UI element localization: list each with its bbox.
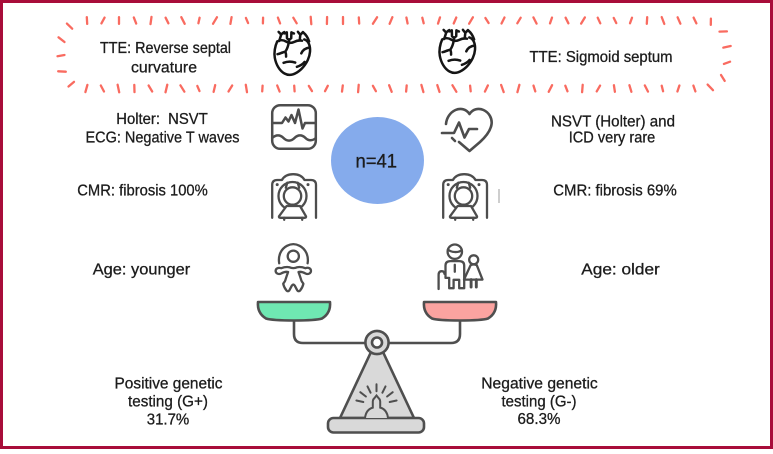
- svg-text:ICD very rare: ICD very rare: [569, 130, 656, 147]
- svg-text:CMR: fibrosis 69%: CMR: fibrosis 69%: [553, 183, 677, 200]
- svg-text:curvature: curvature: [131, 60, 197, 77]
- svg-text:Negative genetic: Negative genetic: [481, 375, 598, 392]
- svg-text:31.7%: 31.7%: [147, 411, 190, 428]
- svg-text:CMR: fibrosis 100%: CMR: fibrosis 100%: [77, 183, 208, 200]
- svg-text:Holter: NSVT: Holter: NSVT: [116, 111, 208, 128]
- svg-text:TTE: Sigmoid septum: TTE: Sigmoid septum: [530, 49, 673, 66]
- svg-text:Age: younger: Age: younger: [93, 262, 191, 279]
- svg-text:n=41: n=41: [356, 152, 398, 173]
- svg-text:NSVT (Holter) and: NSVT (Holter) and: [551, 114, 675, 131]
- svg-text:testing (G+): testing (G+): [128, 393, 208, 410]
- svg-text:ECG: Negative T waves: ECG: Negative T waves: [86, 130, 240, 147]
- svg-text:TTE: Reverse septal: TTE: Reverse septal: [100, 40, 231, 57]
- svg-text:testing (G-): testing (G-): [502, 393, 577, 410]
- svg-text:Positive genetic: Positive genetic: [115, 376, 223, 393]
- svg-text:Age: older: Age: older: [581, 262, 660, 279]
- svg-text:68.3%: 68.3%: [518, 411, 561, 428]
